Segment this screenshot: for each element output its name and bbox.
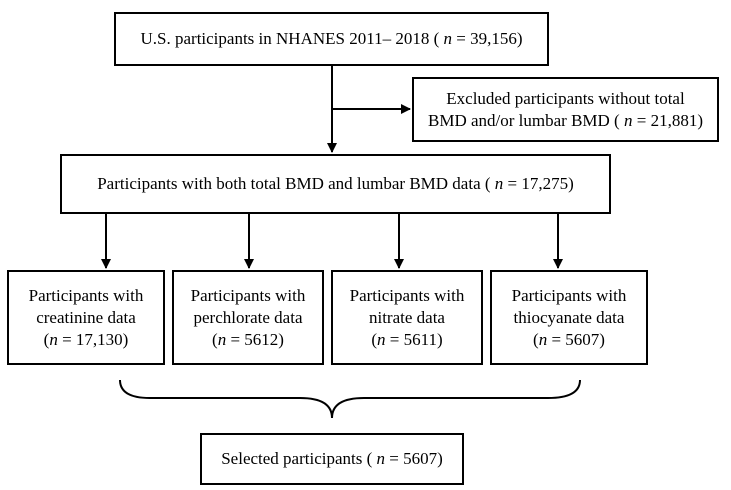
group-analyte: perchlorate data bbox=[193, 307, 303, 327]
excluded-box: Excluded participants without total BMD … bbox=[412, 77, 719, 142]
total-participants-count: = 39,156) bbox=[456, 29, 523, 48]
group-box-perchlorate: Participants with perchlorate data (n = … bbox=[172, 270, 324, 365]
paren-open: ( bbox=[212, 329, 218, 349]
group-analyte: creatinine data bbox=[36, 307, 136, 327]
group-analyte: thiocyanate data bbox=[513, 307, 625, 327]
group-count: = 5611) bbox=[389, 329, 443, 349]
both-bmd-box: Participants with both total BMD and lum… bbox=[60, 154, 611, 214]
group-count: = 17,130) bbox=[62, 329, 129, 349]
group-box-nitrate: Participants with nitrate data (n = 5611… bbox=[331, 270, 483, 365]
paren-open: ( bbox=[43, 329, 50, 349]
group-label: Participants with bbox=[28, 285, 144, 305]
group-count: = 5607) bbox=[551, 329, 605, 349]
group-analyte: nitrate data bbox=[368, 307, 445, 327]
selected-participants-box: Selected participants ( n = 5607) bbox=[200, 433, 464, 485]
group-box-creatinine: Participants with creatinine data (n = 1… bbox=[7, 270, 165, 365]
excluded-line-2: BMD and/or lumbar BMD ( bbox=[428, 110, 620, 130]
both-bmd-count: = 17,275) bbox=[507, 174, 574, 193]
selected-text: Selected participants ( bbox=[221, 449, 373, 468]
n-symbol: n bbox=[538, 329, 548, 349]
excluded-line-1: Excluded participants without total bbox=[446, 88, 685, 108]
grouping-brace bbox=[119, 379, 581, 419]
group-label: Participants with bbox=[511, 285, 627, 305]
paren-open: ( bbox=[371, 329, 378, 349]
n-symbol: n bbox=[494, 174, 504, 193]
total-participants-box: U.S. participants in NHANES 2011– 2018 (… bbox=[114, 12, 549, 66]
n-symbol: n bbox=[443, 29, 453, 48]
both-bmd-text: Participants with both total BMD and lum… bbox=[97, 174, 491, 193]
total-participants-text: U.S. participants in NHANES 2011– 2018 ( bbox=[140, 29, 440, 48]
selected-count: = 5607) bbox=[389, 449, 443, 468]
n-symbol: n bbox=[217, 329, 227, 349]
group-count: = 5612) bbox=[230, 329, 284, 349]
n-symbol: n bbox=[377, 329, 386, 349]
group-label: Participants with bbox=[190, 285, 306, 305]
excluded-count: = 21,881) bbox=[636, 110, 703, 130]
n-symbol: n bbox=[376, 449, 386, 468]
group-box-thiocyanate: Participants with thiocyanate data (n = … bbox=[490, 270, 648, 365]
group-label: Participants with bbox=[349, 285, 465, 305]
n-symbol: n bbox=[623, 110, 633, 130]
n-symbol: n bbox=[49, 329, 58, 349]
paren-open: ( bbox=[533, 329, 539, 349]
